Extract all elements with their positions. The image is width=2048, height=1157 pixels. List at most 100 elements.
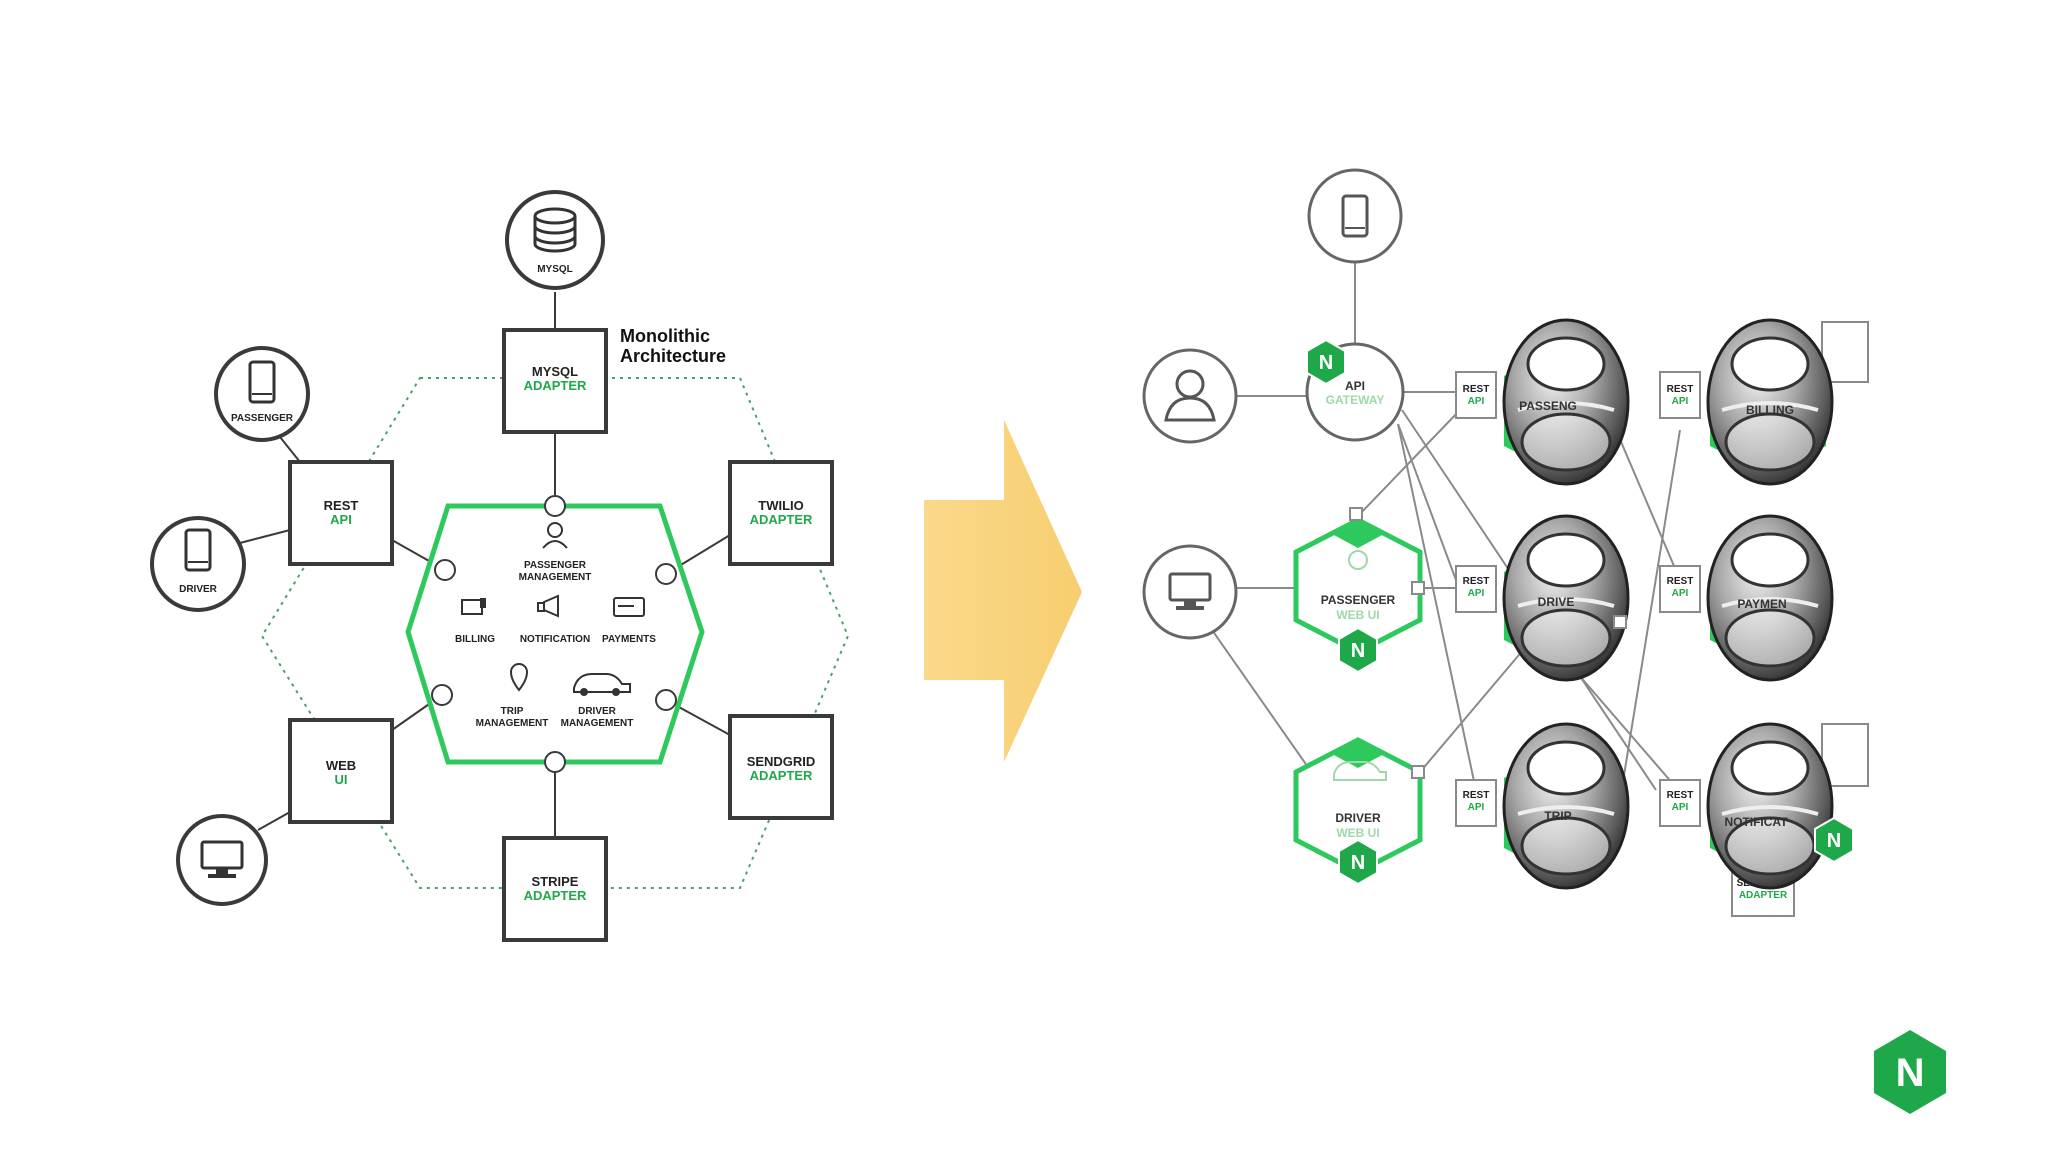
phone-icon [184,528,212,572]
rest-api-line2: API [330,512,352,527]
stripe-adapter-line2: ADAPTER [524,888,587,903]
diagram-title-line1: Monolithic [620,326,710,346]
service-payment-label: PAYMEN [1737,597,1786,611]
mysql-adapter: MYSQL ADAPTER [502,328,608,434]
service-trip-label: TRIP [1544,809,1571,823]
stripe-adapter-line1: STRIPE [532,874,579,889]
passenger-web-ui: PASSENGER WEB UI [1293,517,1423,673]
passenger-web-ui-line1: PASSENGER [1321,593,1396,607]
service-payment: REST API PAYMEN [1659,514,1834,682]
service-passenger: REST API PASSENG [1455,318,1630,486]
rest-label: REST [1463,576,1490,587]
nginx-logo-icon [1306,339,1346,385]
driver-client: DRIVER [150,516,246,612]
driver-client-label: DRIVER [179,584,218,595]
mysql-adapter-line2: ADAPTER [524,378,587,393]
web-ui-line1: WEB [326,758,356,773]
mysql-adapter-line1: MYSQL [532,364,578,379]
diagram-title-line2: Architecture [620,346,726,366]
module-passenger-line1: PASSENGER [524,560,587,571]
desktop-client [176,814,268,906]
module-passenger: PASSENGER MANAGEMENT [519,522,592,583]
desktop-icon [200,840,244,878]
sendgrid-adapter-line2: ADAPTER [1739,890,1788,901]
driver-web-ui-line1: DRIVER [1335,811,1381,825]
rest-label: REST [1463,790,1490,801]
database-label: MYSQL [537,264,573,275]
api-label: API [1672,396,1689,407]
rest-api-adapter: REST API [288,460,394,566]
pull-tab-icon [1502,722,1630,890]
module-notification-label: NOTIFICATION [520,634,590,645]
service-trip: REST API TRIP [1455,722,1630,890]
user-client [1142,348,1238,444]
driver-web-ui-line2: WEB UI [1336,826,1379,840]
module-trip: TRIP MANAGEMENT [476,663,549,729]
service-driver: REST API DRIVE [1455,514,1630,682]
desktop-icon [1168,572,1212,610]
module-driver-line2: MANAGEMENT [561,718,634,729]
phone-icon [248,360,276,404]
module-driver: DRIVER MANAGEMENT [561,673,634,729]
stripe-adapter: STRIPE ADAPTER [502,836,608,942]
mysql-database: MYSQL [505,190,605,290]
nginx-logo-icon [1814,817,1854,863]
twilio-adapter-line1: TWILIO [758,498,804,513]
phone-icon [1341,194,1369,238]
rest-label: REST [1667,384,1694,395]
service-billing: REST API BILLING [1659,318,1869,486]
module-trip-line2: MANAGEMENT [476,718,549,729]
nginx-logo-icon [1338,839,1378,885]
database-icon [533,207,577,253]
module-payments-label: PAYMENTS [602,634,656,645]
module-billing-label: BILLING [455,634,495,645]
web-ui-line2: UI [335,772,348,787]
rest-label: REST [1463,384,1490,395]
passenger-client: PASSENGER [214,346,310,442]
user-icon [1164,369,1216,422]
nginx-logo-icon [1338,627,1378,673]
rest-label: REST [1667,576,1694,587]
module-notification: NOTIFICATION [520,594,590,645]
nginx-corner-logo-letter: N [1896,1051,1925,1095]
pull-tab-icon [1706,318,1834,486]
desktop-client-right [1142,544,1238,640]
api-label: API [1468,588,1485,599]
service-billing-label: BILLING [1746,403,1794,417]
module-passenger-line2: MANAGEMENT [519,572,592,583]
module-driver-line1: DRIVER [578,706,617,717]
module-trip-line1: TRIP [501,706,524,717]
service-passenger-label: PASSENG [1519,399,1577,413]
sendgrid-adapter: SENDGRID ADAPTER [728,714,834,820]
driver-web-ui: DRIVER WEB UI [1293,737,1423,885]
microservices-diagram: API GATEWAY PASSENGER WEB UI DRIVER WEB … [1142,168,1869,917]
passenger-web-ui-line2: WEB UI [1336,608,1379,622]
twilio-adapter: TWILIO ADAPTER [728,460,834,566]
service-driver-label: DRIVE [1538,595,1575,609]
api-label: API [1672,802,1689,813]
api-label: API [1468,396,1485,407]
rest-label: REST [1667,790,1694,801]
api-gateway-line1: API [1345,379,1365,393]
module-payments: PAYMENTS [602,597,656,645]
api-label: API [1468,802,1485,813]
api-gateway: API GATEWAY [1305,339,1405,442]
mobile-client [1307,168,1403,264]
nginx-corner-logo: N [1874,1030,1946,1114]
api-gateway-line2: GATEWAY [1326,393,1385,407]
passenger-client-label: PASSENGER [231,413,294,424]
module-billing: BILLING [455,598,495,645]
web-ui-adapter: WEB UI [288,718,394,824]
transition-arrow [924,420,1082,762]
outer-boundary [260,377,850,889]
api-label: API [1672,588,1689,599]
sendgrid-adapter-line1: SENDGRID [747,754,816,769]
pull-tab-icon [1706,722,1834,890]
service-notification: REST API SENDGRID ADAPTER NOTIFICAT [1659,722,1869,917]
monolith-diagram: MYSQL Monolithic Architecture MYSQL ADAP… [150,190,850,942]
sendgrid-adapter-line2: ADAPTER [750,768,813,783]
rest-api-line1: REST [324,498,359,513]
twilio-adapter-line2: ADAPTER [750,512,813,527]
